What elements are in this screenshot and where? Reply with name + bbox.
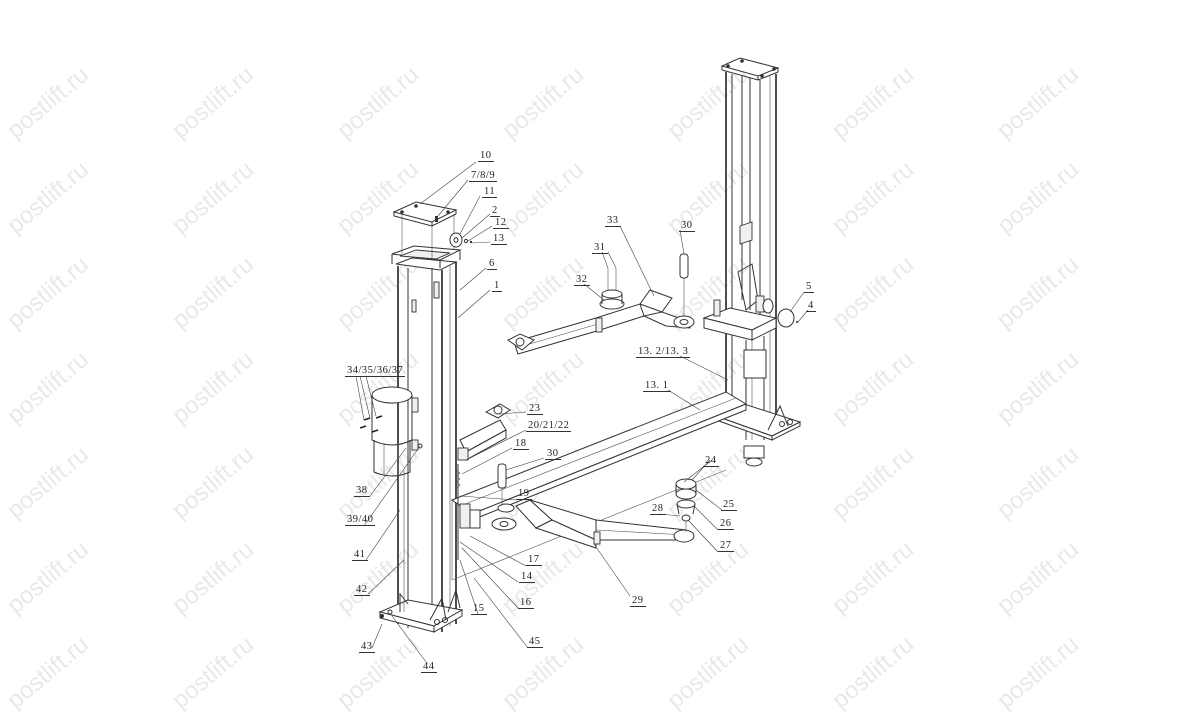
callout-part-30-front[interactable]: 30	[545, 448, 561, 460]
callout-part-1[interactable]: 1	[492, 280, 502, 292]
callout-part-44[interactable]: 44	[421, 661, 437, 673]
callout-part-27[interactable]: 27	[718, 540, 734, 552]
left-carriage-arm	[455, 403, 511, 560]
rear-lift-arm	[507, 253, 695, 355]
callout-part-43[interactable]: 43	[359, 641, 375, 653]
callout-part-26[interactable]: 26	[718, 518, 734, 530]
callout-part-39-40[interactable]: 39/40	[345, 514, 376, 526]
callout-part-23[interactable]: 23	[527, 403, 543, 415]
floor-plate	[450, 391, 748, 581]
front-lift-arm	[491, 463, 697, 549]
right-post	[702, 57, 802, 467]
callout-part-2[interactable]: 2	[490, 205, 500, 217]
callout-part-18[interactable]: 18	[513, 438, 529, 450]
callout-part-29[interactable]: 29	[630, 595, 646, 607]
callout-part-28[interactable]: 28	[650, 503, 666, 515]
callout-part-16[interactable]: 16	[518, 597, 534, 609]
callout-part-6[interactable]: 6	[487, 258, 497, 270]
callout-part-38[interactable]: 38	[354, 485, 370, 497]
callout-part-34-35-36-37[interactable]: 34/35/36/37	[345, 365, 406, 377]
callout-part-25[interactable]: 25	[721, 499, 737, 511]
callout-part-41[interactable]: 41	[352, 549, 368, 561]
leader-lines	[355, 161, 809, 663]
callout-part-12[interactable]: 12	[493, 217, 509, 229]
callout-part-19[interactable]: 19	[516, 488, 532, 500]
callout-part-5[interactable]: 5	[804, 281, 814, 293]
callout-part-13[interactable]: 13	[491, 233, 507, 245]
callout-part-13-2-13-3[interactable]: 13. 2/13. 3	[636, 346, 691, 358]
callout-part-33[interactable]: 33	[605, 215, 621, 227]
left-post	[378, 201, 473, 633]
power-unit	[359, 386, 423, 612]
callout-part-4[interactable]: 4	[806, 300, 816, 312]
callout-part-10[interactable]: 10	[478, 150, 494, 162]
callout-part-30-rear[interactable]: 30	[679, 220, 695, 232]
callout-part-17[interactable]: 17	[526, 554, 542, 566]
callout-part-7-8-9[interactable]: 7/8/9	[469, 170, 498, 182]
callout-part-24[interactable]: 24	[703, 455, 719, 467]
callout-part-42[interactable]: 42	[354, 584, 370, 596]
callout-part-31[interactable]: 31	[592, 242, 608, 254]
callout-part-15[interactable]: 15	[471, 603, 487, 615]
callout-part-13-1[interactable]: 13. 1	[643, 380, 671, 392]
callout-part-14[interactable]: 14	[519, 571, 535, 583]
callout-part-11[interactable]: 11	[482, 186, 498, 198]
callout-part-45[interactable]: 45	[527, 636, 543, 648]
callout-part-20-21-22[interactable]: 20/21/22	[526, 420, 572, 432]
callout-part-32[interactable]: 32	[574, 274, 590, 286]
